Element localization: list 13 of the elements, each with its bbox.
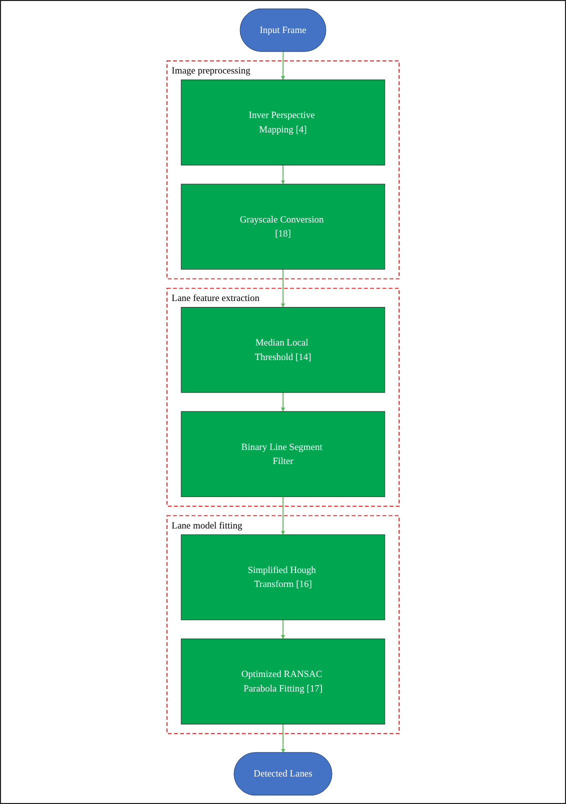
node-box: Inver Perspective Mapping [4] — [180, 80, 386, 166]
node-box: Optimized RANSAC Parabola Fitting [17] — [180, 638, 386, 724]
node-box: Grayscale Conversion [18] — [180, 184, 386, 270]
arrow — [280, 164, 286, 184]
node-box: Binary Line Segment Filter — [180, 411, 386, 497]
arrow — [280, 268, 286, 308]
arrow — [280, 619, 286, 640]
arrow — [281, 724, 286, 753]
node-box: Simplified Hough Transform [16] — [180, 534, 386, 620]
node-box: Median Local Threshold [14] — [180, 307, 386, 393]
arrow — [280, 392, 286, 412]
arrow — [280, 496, 286, 535]
arrow — [280, 51, 286, 80]
